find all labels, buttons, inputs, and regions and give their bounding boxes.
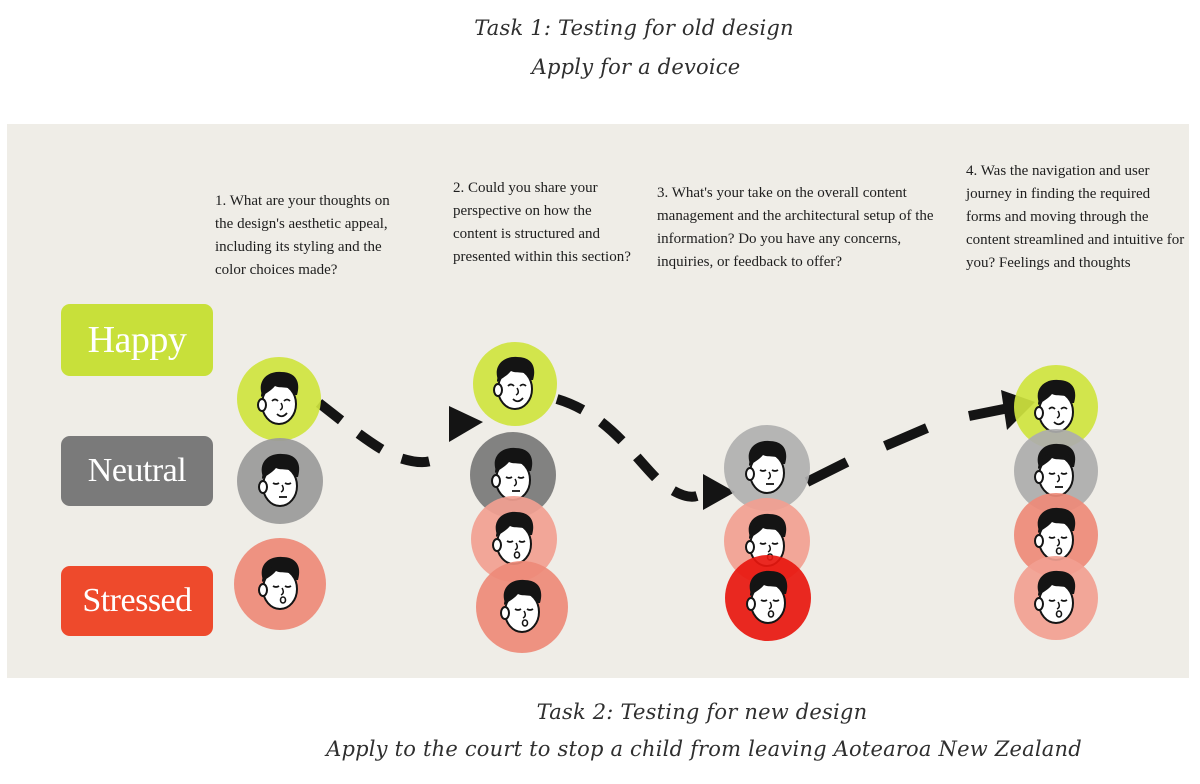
face-icon bbox=[1034, 379, 1076, 433]
face-icon bbox=[500, 579, 542, 633]
face-q2-stressed-1 bbox=[471, 496, 557, 582]
task2-subtitle: Apply to the court to stop a child from … bbox=[326, 737, 1082, 761]
face-q4-neutral bbox=[1014, 429, 1098, 513]
task1-subtitle: Apply for a devoice bbox=[531, 55, 741, 79]
face-q2-happy bbox=[473, 342, 557, 426]
arrow-head-icon bbox=[449, 406, 483, 442]
journey-path-segment-3 bbox=[804, 403, 1010, 487]
journey-diagram bbox=[234, 342, 1098, 653]
arrow-head-icon bbox=[703, 474, 735, 510]
face-q3-neutral bbox=[724, 425, 810, 511]
face-q1-neutral bbox=[237, 438, 323, 524]
journey-path-segment-1 bbox=[315, 399, 443, 468]
face-icon bbox=[1034, 443, 1076, 497]
face-icon bbox=[258, 453, 300, 507]
task2-title: Task 2: Testing for new design bbox=[536, 700, 868, 724]
mood-label-neutral: Neutral bbox=[61, 436, 213, 506]
face-icon bbox=[258, 556, 300, 610]
face-q1-stressed bbox=[234, 538, 326, 630]
emotion-journey-panel: 1. What are your thoughts on the design'… bbox=[7, 124, 1189, 678]
face-icon bbox=[1034, 570, 1076, 624]
face-q3-stressed-2 bbox=[725, 555, 811, 641]
face-q4-stressed-2 bbox=[1014, 556, 1098, 640]
question-1: 1. What are your thoughts on the design'… bbox=[215, 193, 390, 278]
journey-path-segment-2 bbox=[555, 394, 699, 502]
question-2: 2. Could you share your perspective on h… bbox=[453, 180, 631, 265]
mood-label-happy: Happy bbox=[61, 304, 213, 376]
face-q1-happy bbox=[237, 357, 321, 441]
faces-layer bbox=[234, 342, 1098, 653]
question-4: 4. Was the navigation and user journey i… bbox=[966, 163, 1185, 271]
face-icon bbox=[491, 447, 533, 501]
face-q4-happy bbox=[1014, 365, 1098, 449]
face-icon bbox=[746, 570, 788, 624]
question-3: 3. What's your take on the overall conte… bbox=[657, 185, 934, 270]
face-icon bbox=[745, 440, 787, 494]
task1-title: Task 1: Testing for old design bbox=[474, 16, 794, 40]
face-icon bbox=[493, 356, 535, 410]
face-q2-stressed-2 bbox=[476, 561, 568, 653]
face-icon bbox=[257, 371, 299, 425]
mood-label-stressed: Stressed bbox=[61, 566, 213, 636]
face-icon bbox=[492, 511, 534, 565]
face-q2-neutral bbox=[470, 432, 556, 518]
